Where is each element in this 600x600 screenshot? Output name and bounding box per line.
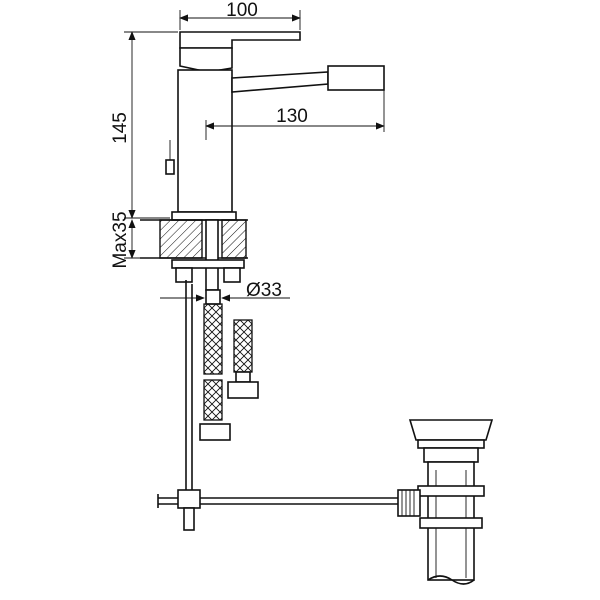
dim-diameter-label: Ø33 xyxy=(246,280,282,301)
lever-cap xyxy=(179,47,233,73)
spout-arm xyxy=(231,71,329,93)
nut-right xyxy=(223,267,241,283)
mixer-body xyxy=(165,31,385,221)
hose1-nut xyxy=(199,423,231,441)
dimension-130: 130 xyxy=(205,90,385,140)
dimension-145: 145 xyxy=(110,31,178,219)
hose2-nut xyxy=(227,381,259,399)
popup-waste xyxy=(397,419,494,585)
fixing-washer xyxy=(171,259,245,269)
dimension-100: 100 xyxy=(179,0,301,30)
rod-clamp xyxy=(177,489,201,509)
dimension-d33: Ø33 xyxy=(160,280,290,302)
plug-cap xyxy=(408,419,494,441)
dimension-max35: Max35 xyxy=(110,211,160,269)
flex-hoses xyxy=(199,289,259,441)
base-flange xyxy=(171,211,237,221)
threaded-shank xyxy=(205,219,219,291)
dim-reach-label: 130 xyxy=(276,106,308,127)
spout-aerator xyxy=(327,65,385,91)
popup-rod xyxy=(157,280,400,531)
body-cylinder xyxy=(177,69,233,213)
dim-width-label: 100 xyxy=(226,0,258,21)
waste-side-connector xyxy=(397,489,421,517)
lever-handle xyxy=(179,31,301,49)
dim-deck-label: Max35 xyxy=(110,211,131,268)
popup-knob xyxy=(165,159,175,175)
nut-left xyxy=(175,267,193,283)
deck-section xyxy=(140,219,248,291)
dim-height-label: 145 xyxy=(110,112,131,144)
